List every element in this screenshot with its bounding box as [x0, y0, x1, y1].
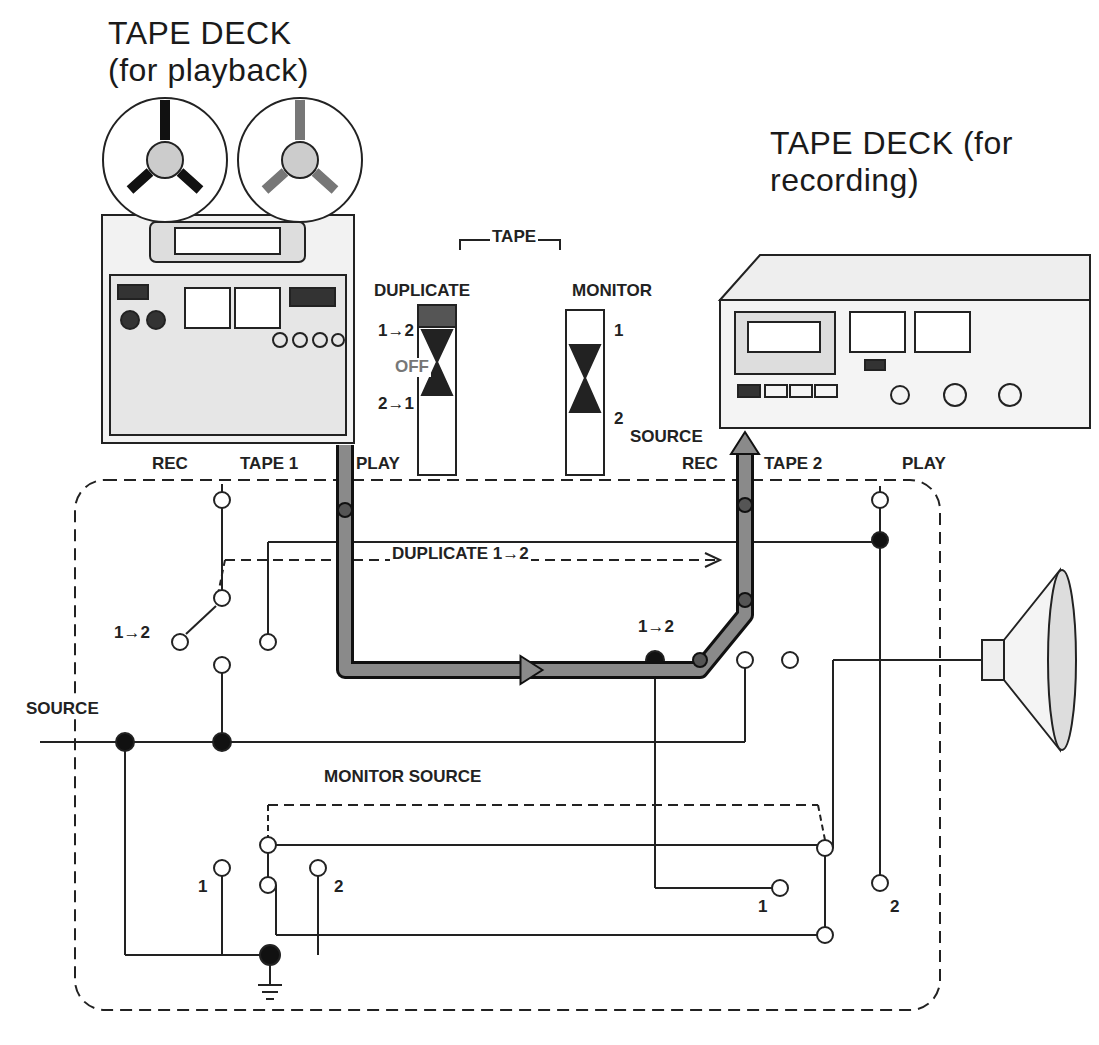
terminal-label: TAPE 1 [238, 455, 300, 474]
terminal-label: SOURCE [24, 700, 101, 719]
terminal [738, 593, 752, 607]
arrow-head [731, 432, 759, 454]
terminal-label: MONITOR [570, 282, 654, 301]
deck-heading: TAPE DECK (for playback) [108, 15, 343, 89]
wiring [40, 484, 982, 999]
terminal-label: MONITOR SOURCE [322, 768, 483, 787]
terminal-label: REC [150, 455, 190, 474]
switch-enclosure [75, 480, 940, 1010]
terminal-label: 2 [332, 878, 345, 897]
monitor-switch [566, 310, 604, 475]
signal-path [338, 432, 759, 684]
terminal-label: PLAY [900, 455, 948, 474]
reel-deck [102, 98, 362, 443]
path-outline [345, 445, 745, 670]
terminal [693, 653, 707, 667]
terminal-label: OFF [393, 358, 431, 377]
terminal [738, 498, 752, 512]
path-fill [345, 445, 745, 670]
terminal-label: DUPLICATE [372, 282, 472, 301]
terminal-label: 1→2 [376, 322, 416, 341]
terminal-label: 2 [612, 410, 625, 429]
terminal-label: TAPE 2 [762, 455, 824, 474]
terminal-label: 2 [888, 898, 901, 917]
terminals [172, 492, 888, 943]
terminal-label: 1→2 [636, 618, 676, 637]
terminal-label: TAPE [490, 228, 538, 247]
terminal-label: 1 [612, 322, 625, 341]
terminal-label: 1→2 [112, 624, 152, 643]
terminal-label: REC [680, 455, 720, 474]
terminal [338, 503, 352, 517]
tape-deck-node: TAPE DECK (for playback) [100, 15, 362, 445]
deck-heading: TAPE DECK (for recording) [770, 125, 1020, 199]
terminal-label: 1 [196, 878, 209, 897]
speaker [982, 570, 1076, 750]
terminal-label: PLAY [354, 455, 402, 474]
cassette-deck [720, 255, 1090, 428]
terminal-label: 2→1 [376, 395, 416, 414]
junction-dots [116, 532, 888, 965]
duplicate-switch [418, 305, 456, 475]
terminal-label: 1 [756, 898, 769, 917]
terminal-label: DUPLICATE 1→2 [390, 545, 531, 564]
arrow-head [521, 656, 543, 684]
terminal-label: SOURCE [628, 428, 705, 447]
tape-deck-node: TAPE DECK (for recording) [715, 125, 1090, 430]
